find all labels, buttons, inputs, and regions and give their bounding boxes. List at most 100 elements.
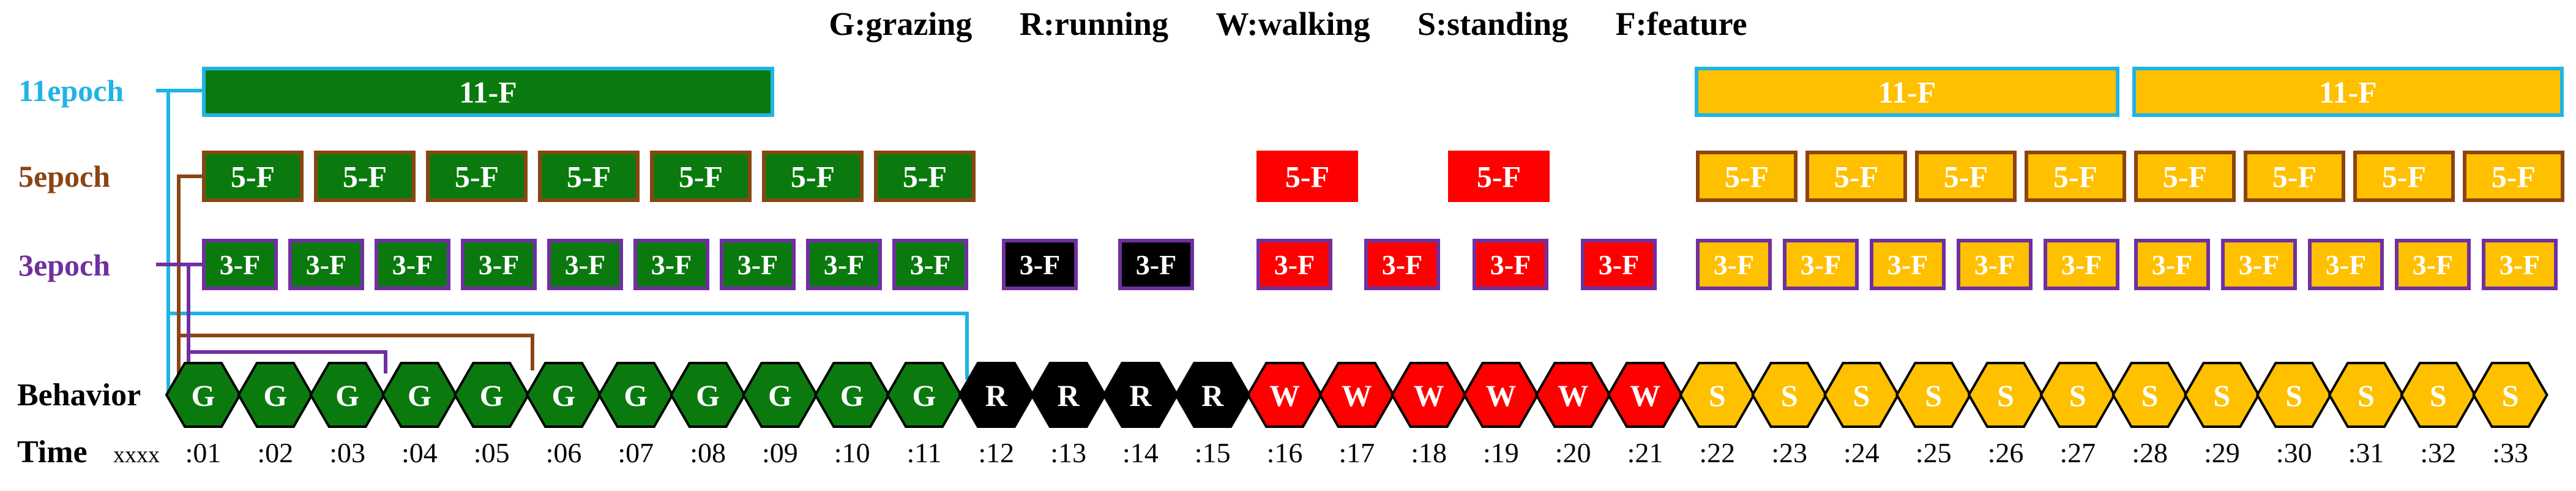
epoch3-feature-box [1696, 239, 1772, 290]
epoch5-feature-box [426, 151, 528, 202]
epoch3-feature-label: 3-F [2152, 249, 2192, 280]
behavior-letter: W [1630, 378, 1660, 413]
legend-running: R:running [1019, 6, 1168, 42]
time-label: :32 [2420, 437, 2456, 468]
epoch3-feature-label: 3-F [2326, 249, 2366, 280]
label-time: Time [17, 435, 88, 470]
legend-standing: S:standing [1417, 6, 1569, 42]
epoch5-feature-box [202, 151, 304, 202]
behavior-letter: G [624, 378, 648, 413]
epoch3-feature-box [633, 239, 709, 290]
epoch3-feature-label: 3-F [2239, 249, 2279, 280]
behavior-letter: S [2213, 378, 2230, 413]
epoch5-feature-label: 5-F [2053, 160, 2097, 194]
behavior-letter: S [2069, 378, 2086, 413]
behavior-letter: R [1129, 378, 1152, 413]
behavior-letter: G [480, 378, 504, 413]
epoch3-feature-label: 3-F [1801, 249, 1841, 280]
time-label: :29 [2204, 437, 2240, 468]
behavior-letter: S [1925, 378, 1942, 413]
epoch11-feature-label: 11-F [459, 75, 517, 110]
epoch3-feature-box [2221, 239, 2297, 290]
behavior-letter: W [1558, 378, 1588, 413]
epoch3-feature-box [202, 239, 278, 290]
behavior-letter: R [1058, 378, 1080, 413]
time-label: :10 [834, 437, 870, 468]
time-label: :15 [1195, 437, 1231, 468]
behavior-letter: S [2502, 378, 2519, 413]
epoch3-feature-box [2134, 239, 2210, 290]
behavior-letter: W [1269, 378, 1300, 413]
epoch5-feature-box [2134, 151, 2236, 202]
epoch3-feature-box [1957, 239, 2033, 290]
legend-walking: W:walking [1215, 6, 1370, 42]
epoch3-feature-box [806, 239, 882, 290]
behavior-letter: S [2358, 378, 2375, 413]
epoch5-feature-box [1915, 151, 2017, 202]
label-5epoch: 5epoch [18, 159, 110, 193]
epoch11-feature-label: 11-F [2319, 75, 2376, 110]
time-label: :28 [2132, 437, 2168, 468]
time-prefix: xxxx [113, 442, 160, 468]
epoch5-feature-box [538, 151, 640, 202]
epoch3-feature-label: 3-F [737, 249, 778, 280]
epoch5-feature-label: 5-F [1477, 160, 1521, 194]
time-label: :33 [2492, 437, 2528, 468]
epoch5-feature-label: 5-F [343, 160, 387, 194]
legend: G:grazing R:running W:walking S:standing… [0, 5, 2576, 43]
epoch5-feature-label: 5-F [2272, 160, 2317, 194]
epoch3-feature-box [1002, 239, 1078, 290]
epoch3-feature-box [2395, 239, 2471, 290]
time-label: :05 [474, 437, 510, 468]
behavior-letter: G [408, 378, 431, 413]
time-label: :19 [1483, 437, 1519, 468]
epoch5-feature-label: 5-F [455, 160, 499, 194]
time-label: :24 [1843, 437, 1880, 468]
epoch3-feature-label: 3-F [1714, 249, 1754, 280]
behavior-hexagon-standing [2472, 362, 2548, 428]
epoch3-feature-label: 3-F [1599, 249, 1639, 280]
legend-grazing: G:grazing [829, 6, 973, 42]
epoch5-feature-label: 5-F [231, 160, 275, 194]
epoch5-feature-box [762, 151, 864, 202]
epoch3-feature-box [1364, 239, 1440, 290]
time-label: :20 [1555, 437, 1591, 468]
epoch11-connector [166, 91, 969, 380]
time-label: :16 [1267, 437, 1303, 468]
behavior-letter: S [2430, 378, 2447, 413]
time-label: :27 [2059, 437, 2096, 468]
epoch11-feature-box [2132, 67, 2564, 117]
time-label: :26 [1988, 437, 2024, 468]
epoch5-feature-label: 5-F [1725, 160, 1769, 194]
behavior-letter: W [1342, 378, 1372, 413]
time-label: :09 [762, 437, 798, 468]
epoch5-feature-box [1696, 151, 1798, 202]
epoch3-feature-box [1473, 239, 1548, 290]
epoch5-feature-label: 5-F [2382, 160, 2426, 194]
behavior-letter: G [696, 378, 720, 413]
epoch11-feature-box [202, 67, 774, 117]
epoch3-feature-box [892, 239, 968, 290]
epoch3-feature-label: 3-F [1974, 249, 2015, 280]
time-label: :01 [185, 437, 222, 468]
epoch3-feature-box [720, 239, 796, 290]
time-label: :03 [329, 437, 365, 468]
epoch3-feature-box [375, 239, 450, 290]
time-label: :11 [906, 437, 941, 468]
epoch5-feature-box [314, 151, 416, 202]
time-label: :07 [618, 437, 654, 468]
epoch5-feature-label: 5-F [567, 160, 611, 194]
epoch5-feature-box [1256, 151, 1358, 202]
behavior-letter: G [913, 378, 936, 413]
behavior-letter: S [2285, 378, 2302, 413]
epoch5-feature-label: 5-F [1834, 160, 1878, 194]
time-label: :13 [1050, 437, 1086, 468]
time-label: :22 [1699, 437, 1735, 468]
epoch3-feature-label: 3-F [1136, 249, 1176, 280]
behavior-letter: W [1485, 378, 1516, 413]
behavior-letter: G [552, 378, 576, 413]
behavior-letter: G [192, 378, 215, 413]
legend-feature: F:feature [1615, 6, 1747, 42]
time-label: :23 [1771, 437, 1807, 468]
